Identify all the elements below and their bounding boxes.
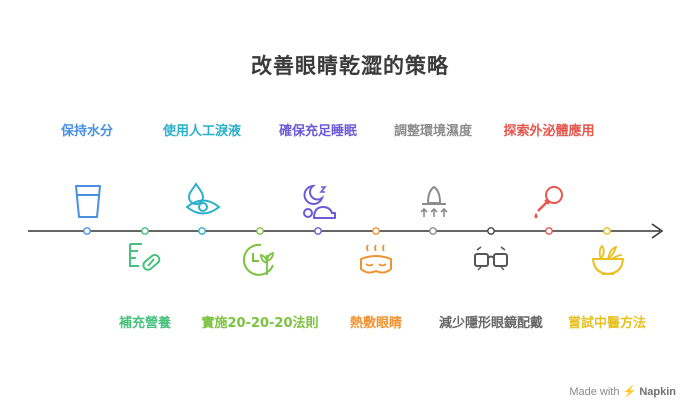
step-label-artificial-tears: 使用人工淚液 [162, 124, 242, 139]
timeline-node-4 [256, 227, 264, 235]
timeline-node-1 [83, 227, 91, 235]
clock-plant-icon [242, 243, 274, 276]
timeline-node-3 [198, 227, 206, 235]
sleep-moon-icon [303, 184, 336, 219]
eye-drop-icon [185, 182, 221, 215]
timeline-node-2 [141, 227, 149, 235]
step-label-warm-compress: 熱敷眼睛 [349, 316, 403, 331]
dropper-icon [534, 186, 563, 219]
napkin-logo-icon: ⚡ [622, 386, 637, 398]
step-label-exosome: 探索外泌體應用 [503, 124, 595, 139]
step-label-20-20-20: 實施20-20-20法則 [201, 316, 319, 331]
timeline-node-8 [487, 227, 495, 235]
nutrition-pills-icon [129, 243, 161, 271]
watermark-prefix: Made with [569, 386, 620, 398]
step-label-tcm: 嘗試中醫方法 [567, 316, 647, 331]
warm-eye-mask-icon [360, 244, 392, 274]
step-label-sleep: 確保充足睡眠 [278, 124, 358, 139]
step-label-humidity: 調整環境濕度 [393, 124, 473, 139]
step-label-contact-lens: 減少隱形眼鏡配戴 [438, 316, 544, 331]
timeline-arrow-icon [651, 223, 664, 239]
page-title: 改善眼睛乾澀的策略 [251, 54, 449, 78]
water-glass-icon [75, 185, 101, 218]
glasses-icon [474, 246, 508, 271]
step-label-nutrition: 補充營養 [118, 316, 172, 331]
napkin-watermark: Made with ⚡ Napkin [569, 385, 676, 398]
timeline-node-5 [314, 227, 322, 235]
humidifier-icon [420, 185, 448, 217]
herbal-bowl-icon [592, 244, 624, 275]
timeline-node-7 [429, 227, 437, 235]
timeline-node-10 [603, 227, 611, 235]
timeline-node-9 [545, 227, 553, 235]
step-label-hydration: 保持水分 [60, 124, 114, 139]
watermark-brand: Napkin [639, 386, 676, 398]
timeline-node-6 [372, 227, 380, 235]
